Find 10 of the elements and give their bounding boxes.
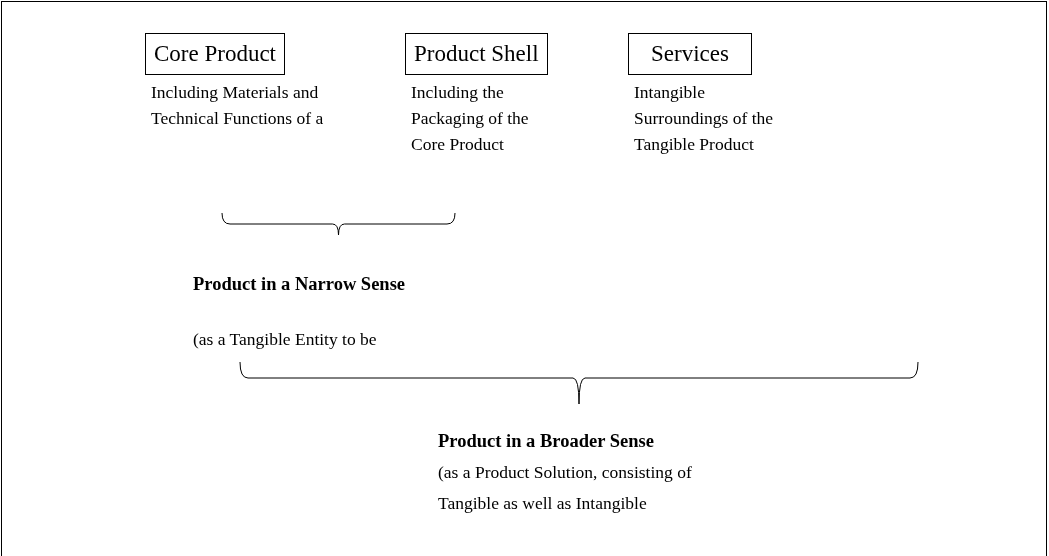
note-text: (as a Product Solution, consisting of Tangible as well as Intangible <box>438 461 693 515</box>
note-text: (as a Tangible Entity to be <box>193 328 378 351</box>
heading-text: Product in a Narrow Sense <box>193 273 407 296</box>
description-text: Intangible Surroundings of the Tangible Product <box>634 81 775 156</box>
label-box: Product Shell <box>405 33 548 75</box>
description-text: Including the Packaging of the Core Product <box>411 81 530 156</box>
label-box: Services <box>628 33 752 75</box>
label-box: Core Product <box>145 33 285 75</box>
heading-text: Product in a Broader Sense <box>438 430 655 453</box>
description-text: Including Materials and Technical Functions of a <box>151 81 325 130</box>
